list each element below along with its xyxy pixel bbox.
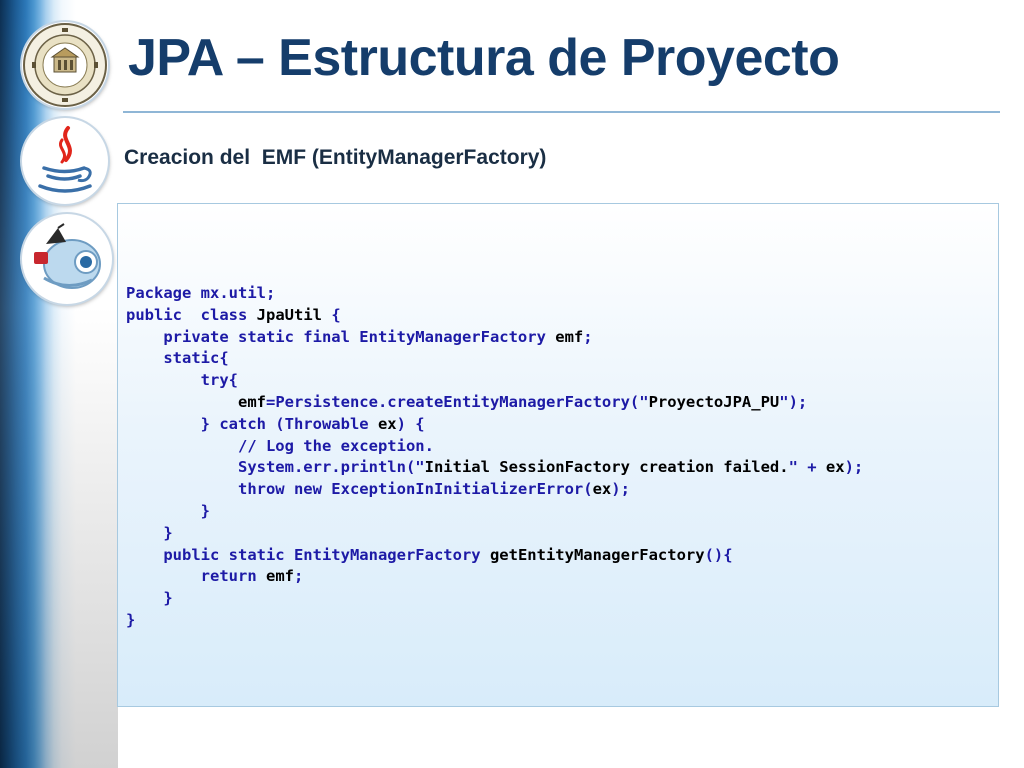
code-line: // Log the exception. — [126, 437, 434, 455]
code-listing: Package mx.util; public class JpaUtil { … — [126, 283, 863, 632]
code-line: System.err.println("Initial SessionFacto… — [126, 458, 863, 476]
code-token: } — [126, 589, 173, 608]
code-token: private static final EntityManagerFactor… — [126, 327, 556, 346]
code-token: public class — [126, 305, 257, 324]
code-block: Package mx.util; public class JpaUtil { … — [117, 203, 999, 707]
code-token: (){ — [704, 545, 733, 564]
title-divider — [123, 111, 1000, 113]
java-logo — [22, 118, 108, 204]
slide-title: JPA – Estructura de Proyecto — [128, 29, 840, 87]
code-token: // Log the exception. — [126, 436, 434, 455]
code-token: static{ — [126, 349, 229, 368]
code-line: } — [126, 502, 210, 520]
code-line: private static final EntityManagerFactor… — [126, 327, 593, 346]
code-token: getEntityManagerFactory — [489, 545, 705, 564]
code-token: System.err.println(" — [126, 458, 425, 477]
code-line: throw new ExceptionInInitializerError(ex… — [126, 480, 630, 498]
code-line: } — [126, 589, 173, 608]
university-seal-logo — [22, 22, 108, 108]
code-token: ) { — [396, 414, 425, 433]
code-line: public class JpaUtil { — [126, 306, 341, 324]
code-token: } — [126, 501, 210, 520]
glassfish-icon — [23, 215, 111, 303]
code-token: " + — [788, 458, 826, 477]
code-token: throw new ExceptionInInitializerError( — [126, 480, 593, 499]
code-token: "); — [779, 392, 808, 411]
code-line: } — [126, 611, 135, 629]
code-token: JpaUtil — [256, 305, 322, 324]
code-token: return — [126, 567, 266, 586]
code-line: public static EntityManagerFactory getEn… — [126, 545, 733, 564]
code-token: Initial SessionFactory creation failed. — [424, 458, 789, 477]
slide-subtitle: Creacion del EMF (EntityManagerFactory) — [124, 146, 547, 169]
code-token: } — [126, 523, 173, 542]
code-token: emf — [265, 567, 294, 586]
code-token: =Persistence.createEntityManagerFactory(… — [265, 392, 649, 411]
code-token: try{ — [126, 371, 238, 390]
code-token: } — [126, 610, 136, 629]
glassfish-logo — [22, 214, 112, 304]
code-token: { — [321, 305, 341, 324]
java-cup-icon — [23, 119, 107, 203]
code-line: return emf; — [126, 567, 304, 586]
code-line: emf=Persistence.createEntityManagerFacto… — [126, 393, 807, 411]
code-token: ex — [377, 414, 397, 433]
code-token — [126, 393, 238, 411]
code-token: ProyectoJPA_PU — [648, 392, 780, 411]
code-line: } — [126, 523, 173, 542]
code-token: ex — [592, 480, 612, 499]
code-token: ex — [825, 458, 845, 477]
code-token: emf — [237, 392, 266, 411]
code-token: emf — [555, 327, 584, 346]
code-line: Package mx.util; — [126, 284, 275, 302]
code-token: ); — [844, 458, 864, 477]
code-line: static{ — [126, 349, 229, 368]
code-token: ; — [293, 567, 304, 586]
side-decoration-bar — [0, 0, 118, 768]
code-token: ); — [611, 480, 630, 499]
code-line: } catch (Throwable ex) { — [126, 415, 425, 433]
university-seal-icon — [23, 23, 107, 107]
code-line: try{ — [126, 371, 238, 389]
code-token: } catch (Throwable — [126, 414, 378, 433]
code-token: ; — [583, 327, 593, 346]
code-token: public static EntityManagerFactory — [126, 545, 490, 564]
code-token: Package mx.util; — [126, 284, 276, 302]
